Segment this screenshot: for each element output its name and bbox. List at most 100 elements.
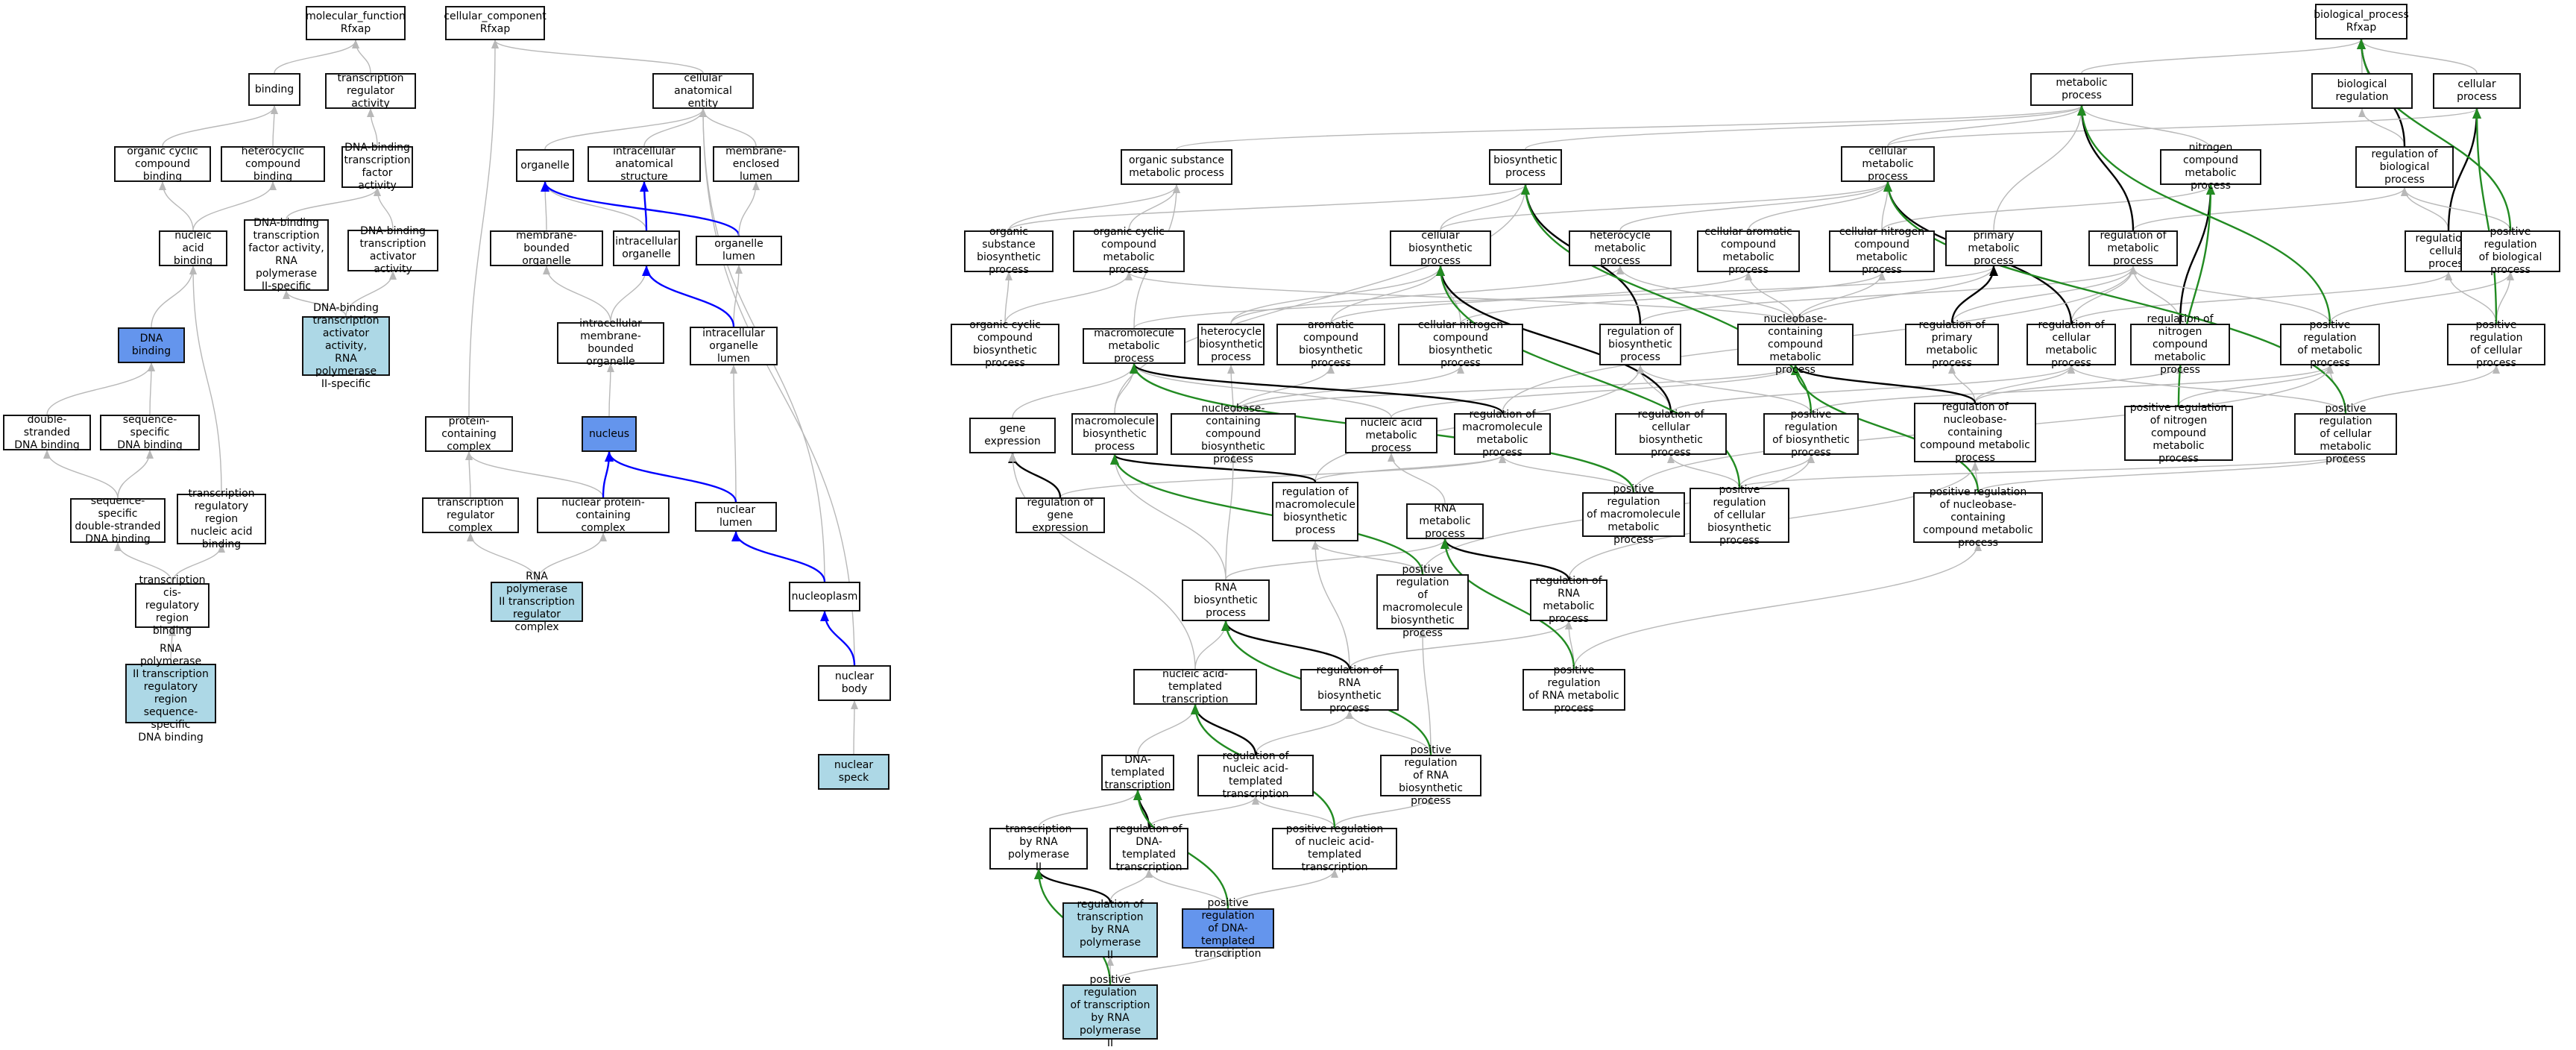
edge-is-a [374, 187, 394, 230]
node-prtrp2: positive regulation of transcription by … [1062, 974, 1158, 1049]
edge-is-a [1499, 454, 1634, 493]
edge-is-a [1881, 184, 2214, 231]
edge-is-a [606, 363, 614, 417]
node-prmbp: positive regulation of macromolecule bio… [1376, 564, 1469, 639]
edge-is-a [1391, 365, 1799, 418]
edge-is-a [491, 40, 704, 74]
edge-is-a [1887, 105, 2085, 147]
edge-is-a [1111, 454, 1226, 580]
edge-is-a [541, 181, 549, 231]
node-rncmp: regulation of nitrogen compound metaboli… [2130, 313, 2230, 376]
edge-is-a [1225, 538, 1449, 580]
edge-part-of [602, 451, 614, 498]
edge-is-a [1795, 265, 1997, 324]
edge-is-a [1008, 184, 1529, 231]
edge-is-a [1388, 453, 1446, 504]
node-nb: nuclear body [818, 665, 891, 701]
node-pcc: protein-containing complex [425, 415, 513, 453]
node-metp: metabolic process [2030, 73, 2133, 106]
edge-part-of [605, 451, 737, 503]
edge-is-a [1114, 184, 1529, 414]
edge-positively-regulates [1521, 184, 1813, 414]
node-rcmp: regulation of cellular metabolic process [2027, 319, 2116, 369]
edge-is-a [1232, 365, 1799, 414]
node-prnbcmp: positive regulation of nucleobase-contai… [1913, 486, 2043, 549]
node-prmp: positive regulation of metabolic process [2280, 319, 2380, 369]
edge-is-a [1038, 790, 1141, 829]
edge-positively-regulates [2357, 39, 2512, 231]
edge-is-a [274, 40, 359, 74]
edge-is-a [467, 532, 538, 582]
node-prbp: positive regulation of biological proces… [2460, 226, 2560, 276]
edge-regulates [2077, 105, 2135, 231]
edge-regulates [1008, 453, 1062, 498]
edge-is-a [2345, 365, 2500, 414]
edge-is-a [1637, 365, 1812, 414]
node-prcp: positive regulation of cellular process [2447, 319, 2545, 369]
node-bp: biological_process Rfxap [2314, 4, 2409, 40]
edge-is-a [544, 108, 707, 150]
node-dsdb: double-stranded DNA binding [3, 414, 91, 451]
edge-is-a [2129, 265, 2331, 324]
edge-is-a [468, 40, 499, 417]
edge-is-a [2358, 108, 2405, 147]
edge-part-of [642, 265, 735, 327]
node-ns: nuclear speck [818, 754, 889, 790]
edge-positively-regulates [1110, 454, 1424, 575]
edge-is-a [730, 365, 738, 503]
edge-is-a [465, 451, 604, 498]
edge-positively-regulates [1440, 538, 1575, 670]
edge-is-a [2070, 265, 2137, 324]
node-rmp: regulation of metabolic process [2088, 230, 2178, 267]
node-prcmp: positive regulation of cellular metaboli… [2294, 403, 2397, 465]
edge-is-a [699, 108, 855, 666]
edge-is-a [1739, 454, 2349, 488]
edge-regulates [1221, 620, 1351, 670]
edge-part-of [541, 181, 740, 236]
edge-is-a [43, 450, 119, 499]
edge-is-a [1440, 181, 1892, 231]
node-io: intracellular organelle [613, 230, 680, 266]
node-ssdsdb: sequence-specific double-stranded DNA bi… [70, 495, 166, 545]
node-nucleoplasm: nucleoplasm [789, 582, 860, 612]
node-rge: regulation of gene expression [1015, 497, 1105, 534]
edge-is-a [2401, 187, 2511, 231]
node-nbcmp: nucleobase-containing compound metabolic… [1737, 313, 1854, 376]
edge-is-a [2070, 271, 2452, 324]
edge-is-a [2129, 265, 2181, 324]
node-pmp: primary metabolic process [1945, 230, 2042, 267]
node-trp2: transcription by RNA polymerase II [989, 823, 1088, 873]
node-dbtf2: DNA-binding transcription factor activit… [244, 217, 329, 292]
edge-is-a [46, 362, 155, 415]
node-cncbp: cellular nitrogen compound biosynthetic … [1398, 319, 1523, 369]
edge-regulates [2447, 108, 2481, 231]
edge-is-a [1004, 271, 1013, 324]
node-rbp: regulation of biological process [2355, 146, 2454, 188]
node-rbiosyn: regulation of biosynthetic process [1599, 324, 1681, 365]
node-cbp: cellular biosynthetic process [1390, 230, 1491, 267]
node-rtrp2: regulation of transcription by RNA polym… [1062, 899, 1158, 961]
edge-positively-regulates [2472, 108, 2498, 324]
edge-is-a [1748, 181, 1892, 231]
edge-is-a [1225, 454, 1237, 580]
edge-is-a [1148, 796, 1259, 829]
node-occbp: organic cyclic compound biosynthetic pro… [951, 319, 1059, 369]
node-dbtaa: DNA-binding transcription activator acti… [347, 225, 438, 275]
edge-is-a [1125, 271, 1796, 324]
node-cncmp: cellular nitrogen compound metabolic pro… [1829, 226, 1935, 276]
node-prncmp: positive regulation of nitrogen compound… [2124, 402, 2233, 465]
edge-is-a [2445, 271, 2497, 324]
edge-regulates [1034, 869, 1112, 903]
node-dtt: DNA-templated transcription [1101, 754, 1174, 791]
edge-is-a [147, 362, 155, 415]
node-rcbp: regulation of cellular biosynthetic proc… [1615, 409, 1727, 459]
node-organelle: organelle [516, 149, 574, 182]
edge-is-a [171, 544, 225, 584]
edge-is-a [1311, 541, 1423, 575]
node-prmmp: positive regulation of macromolecule met… [1582, 483, 1685, 546]
edge-is-a [1128, 184, 1180, 231]
edge-is-a [1252, 796, 1335, 829]
node-rrnabp: regulation of RNA biosynthetic process [1300, 664, 1399, 714]
edge-is-a [465, 451, 473, 498]
node-nacmp: nucleic acid metabolic process [1345, 417, 1437, 454]
